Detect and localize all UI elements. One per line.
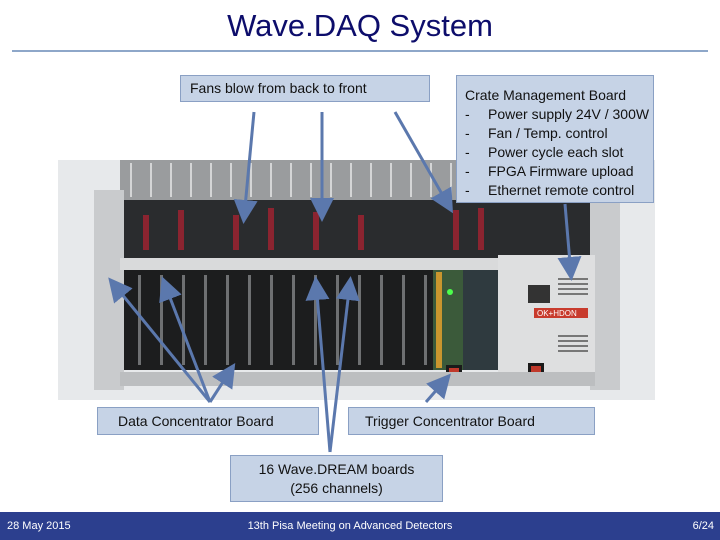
wavedream-line-1: 16 Wave.DREAM boards [258,461,415,477]
cmb-callout-title: Crate Management Board [465,87,627,103]
footer-event: 13th Pisa Meeting on Advanced Detectors [80,512,620,540]
cmb-display-text: OK+HDON [537,309,577,318]
fans-callout: Fans blow from back to front [180,75,430,102]
wavedream-callout: 16 Wave.DREAM boards (256 channels) [230,455,443,502]
cmb-feature-item: -Power cycle each slot [465,144,624,160]
title-divider [12,50,708,52]
cmb-feature-item: -Ethernet remote control [465,182,635,198]
dcb-callout: Data Concentrator Board [97,407,319,435]
footer-date: 28 May 2015 [0,512,80,540]
wavedream-line-2: (256 channels) [290,480,383,496]
cmb-feature-item: -Fan / Temp. control [465,125,608,141]
cmb-feature-list: -Power supply 24V / 300W -Fan / Temp. co… [465,105,653,200]
cmb-feature-item: -FPGA Firmware upload [465,163,634,179]
slide-title: Wave.DAQ System [227,8,493,43]
cmb-feature-item: -Power supply 24V / 300W [465,106,650,122]
cmb-callout: Crate Management Board -Power supply 24V… [456,75,654,203]
footer-page-number: 6/24 [620,512,720,540]
tcb-callout: Trigger Concentrator Board [348,407,595,435]
slide-footer: 28 May 2015 13th Pisa Meeting on Advance… [0,512,720,540]
